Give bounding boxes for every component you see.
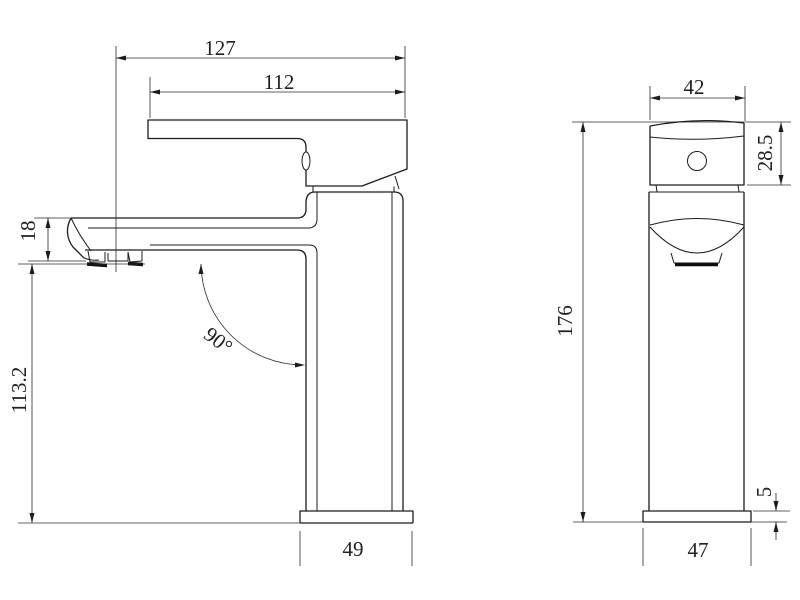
dim-handle-width-label: 42 xyxy=(684,75,705,99)
aerator-detail xyxy=(87,250,106,263)
dim-total-height-label: 176 xyxy=(553,305,577,337)
side-view-spout-tip xyxy=(66,46,144,272)
side-view-body-outline xyxy=(71,191,414,524)
dim-spout-reach-label: 112 xyxy=(264,70,295,94)
dim-handle-height-label: 28.5 xyxy=(753,135,777,172)
front-spout-top-curve xyxy=(649,218,745,226)
front-view-handle-outline xyxy=(649,119,745,192)
dim-side-base-width: 49 xyxy=(299,531,413,566)
dim-total-reach-label: 127 xyxy=(204,36,236,60)
side-view: 127 112 18 113.2 xyxy=(7,36,414,566)
front-view-body-outline xyxy=(642,191,752,523)
dim-front-base-width-label: 47 xyxy=(688,538,709,562)
dim-spout-reach: 112 xyxy=(149,70,405,118)
dim-front-base-width: 47 xyxy=(642,528,752,566)
front-view: 42 28.5 176 5 xyxy=(553,75,791,566)
side-view-handle-outline xyxy=(147,119,408,192)
dim-handle-width: 42 xyxy=(649,75,746,121)
dim-base-thickness: 5 xyxy=(752,487,790,540)
dim-spout-tip-height: 18 xyxy=(16,217,86,262)
dim-spout-tip-height-label: 18 xyxy=(16,221,40,242)
dim-total-height: 176 xyxy=(553,122,586,522)
dim-handle-swing: 90° xyxy=(198,263,305,368)
front-aerator xyxy=(670,252,723,264)
handle-indicator-circle xyxy=(687,151,707,171)
dim-outlet-height: 113.2 xyxy=(7,263,300,524)
dim-handle-swing-label: 90° xyxy=(199,322,237,359)
dim-side-base-width-label: 49 xyxy=(343,537,364,561)
dim-total-reach: 127 xyxy=(116,36,406,118)
front-spout-bottom-curve xyxy=(649,226,745,254)
dim-base-thickness-label: 5 xyxy=(752,487,776,498)
handle-set-screw-detail xyxy=(301,151,311,171)
dim-handle-height: 28.5 xyxy=(747,122,791,186)
dim-outlet-height-label: 113.2 xyxy=(7,367,31,413)
